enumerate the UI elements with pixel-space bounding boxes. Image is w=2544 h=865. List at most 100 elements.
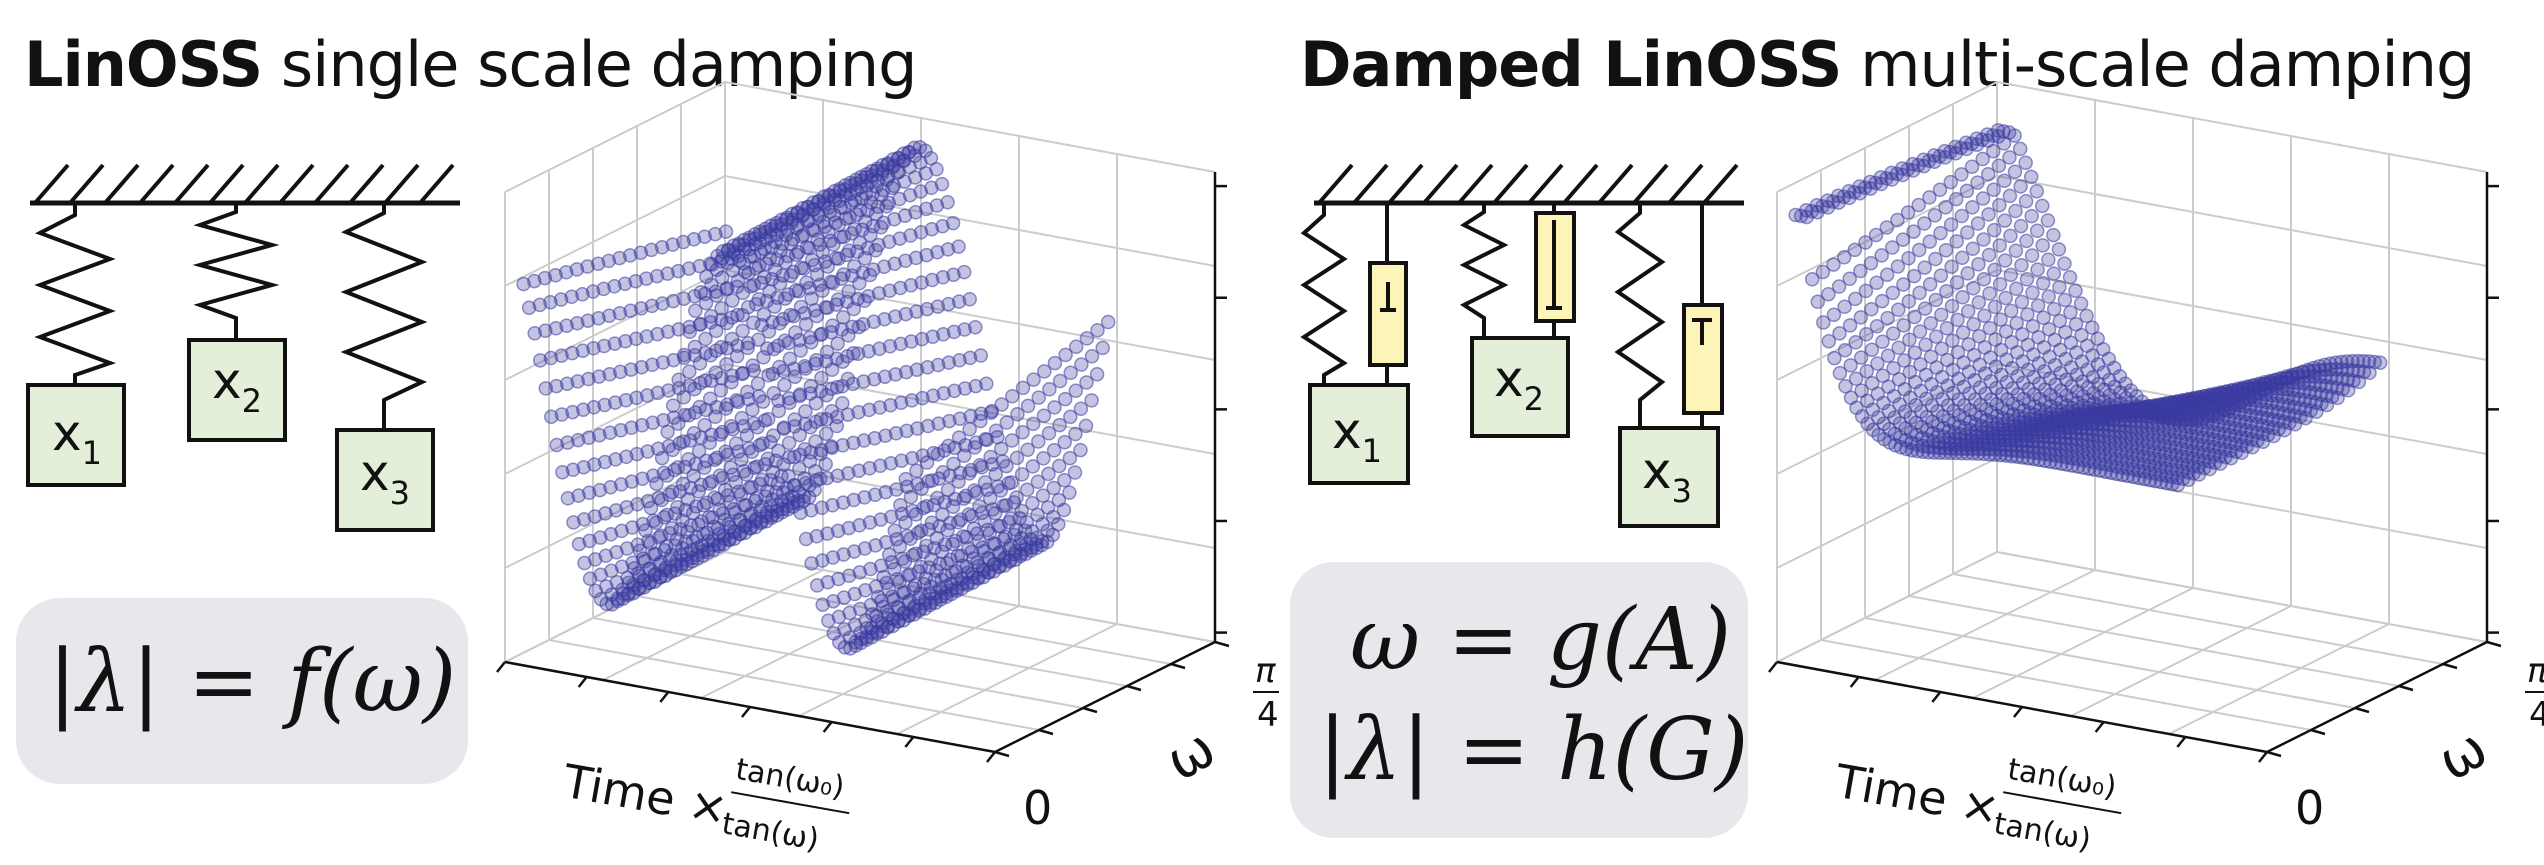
time-tick	[904, 736, 915, 748]
surface-dot	[961, 541, 976, 556]
surface-dot	[951, 294, 967, 309]
surface-dot	[1910, 443, 1925, 459]
surface-dot	[617, 276, 633, 291]
surface-dot	[809, 529, 824, 544]
surface-dot	[919, 247, 934, 263]
surface-dot	[576, 512, 592, 527]
surface-dot	[538, 323, 553, 338]
surface-dot	[1902, 390, 1918, 406]
surface-dot	[945, 215, 961, 231]
surface-dot	[835, 379, 850, 394]
surface-dot	[624, 474, 640, 489]
surface-dot	[934, 176, 950, 192]
surface-dot	[775, 268, 790, 283]
surface-dot	[829, 351, 845, 366]
surface-dot	[738, 518, 753, 533]
surface-dot	[659, 468, 675, 483]
omega-tick-label-pi4: π4	[2525, 651, 2544, 735]
surface-dot	[671, 372, 686, 388]
surface-dot	[587, 457, 602, 472]
surface-dot	[2004, 361, 2020, 376]
surface-dot	[670, 499, 685, 515]
surface-dot	[971, 533, 987, 549]
surface-dot	[2004, 448, 2019, 464]
surface-dot	[2070, 459, 2086, 474]
surface-dot	[1010, 406, 1025, 422]
surface-dots	[1788, 123, 2388, 493]
surface-dot	[1948, 191, 1964, 207]
surface-dot	[693, 316, 708, 332]
surface-dot	[2324, 389, 2340, 404]
surface-dot	[1955, 325, 1971, 340]
surface-dot	[2009, 281, 2024, 297]
surface-dot	[1788, 207, 1803, 223]
surface-dot	[724, 374, 739, 390]
surface-dot	[624, 420, 639, 436]
surface-dot	[1020, 398, 1036, 414]
surface-dot	[2041, 289, 2056, 304]
surface-dot	[766, 428, 781, 443]
surface-dot	[962, 291, 977, 307]
surface-dot	[644, 242, 659, 258]
surface-dot	[586, 341, 601, 356]
omega-tick	[994, 750, 1010, 758]
surface-dot	[665, 293, 681, 309]
surface-dot	[1967, 372, 1982, 388]
surface-dot	[855, 317, 871, 332]
surface-dot	[793, 343, 808, 358]
surface-dot	[872, 341, 887, 357]
surface-dot	[1880, 348, 1896, 363]
surface-dot	[643, 500, 659, 516]
panel-title: LinOSS single scale damping	[24, 28, 918, 101]
surface-dot	[577, 555, 592, 571]
surface-dot	[1005, 388, 1020, 404]
surface-dot	[909, 304, 924, 319]
surface-dot	[576, 402, 591, 417]
surface-dot	[590, 256, 606, 271]
surface-dot	[1976, 232, 1991, 247]
surface-dot	[670, 460, 686, 475]
surface-dot	[548, 320, 564, 336]
surface-dot	[549, 437, 565, 453]
surface-dot	[2008, 243, 2024, 259]
surface-dot	[558, 265, 574, 280]
surface-dot	[745, 358, 761, 373]
surface-dot	[903, 228, 918, 243]
surface-dot	[1879, 220, 1895, 235]
surface-dot	[945, 536, 960, 552]
surface-dot	[1842, 271, 1857, 287]
surface-dot	[1934, 307, 1949, 322]
surface-dot	[870, 589, 886, 605]
surface-dot	[780, 248, 796, 264]
surface-dot	[1992, 197, 2007, 213]
surface-dot	[1062, 450, 1078, 466]
surface-dot	[2170, 477, 2186, 493]
surface-dot	[903, 278, 919, 293]
surface-dot	[967, 440, 983, 455]
surface-dot	[2018, 193, 2034, 209]
surface-dot	[697, 229, 712, 244]
surface-dot	[786, 264, 801, 280]
surface-dot	[560, 491, 576, 506]
surface-dot	[2076, 460, 2091, 475]
surface-dot	[913, 523, 929, 539]
surface-dot	[930, 446, 946, 462]
surface-dot	[962, 466, 977, 481]
surface-dot	[2372, 355, 2388, 370]
svg-text:x3: x3	[360, 444, 410, 512]
surface-dot	[872, 458, 888, 474]
surface-dot	[2292, 409, 2308, 425]
omega-tick	[2266, 750, 2282, 758]
surface-dot	[1826, 257, 1841, 272]
surface-dot	[2298, 410, 2313, 426]
surface-dot	[893, 395, 909, 411]
surface-dot	[815, 597, 830, 612]
surface-dot	[638, 523, 653, 538]
surface-dot	[962, 422, 977, 437]
surface-dot	[1863, 255, 1879, 271]
surface-dot	[709, 262, 725, 278]
surface-dot	[2131, 470, 2147, 486]
surface-dot	[1057, 391, 1073, 407]
surface-dot	[957, 322, 972, 337]
surface-dot	[612, 250, 627, 266]
